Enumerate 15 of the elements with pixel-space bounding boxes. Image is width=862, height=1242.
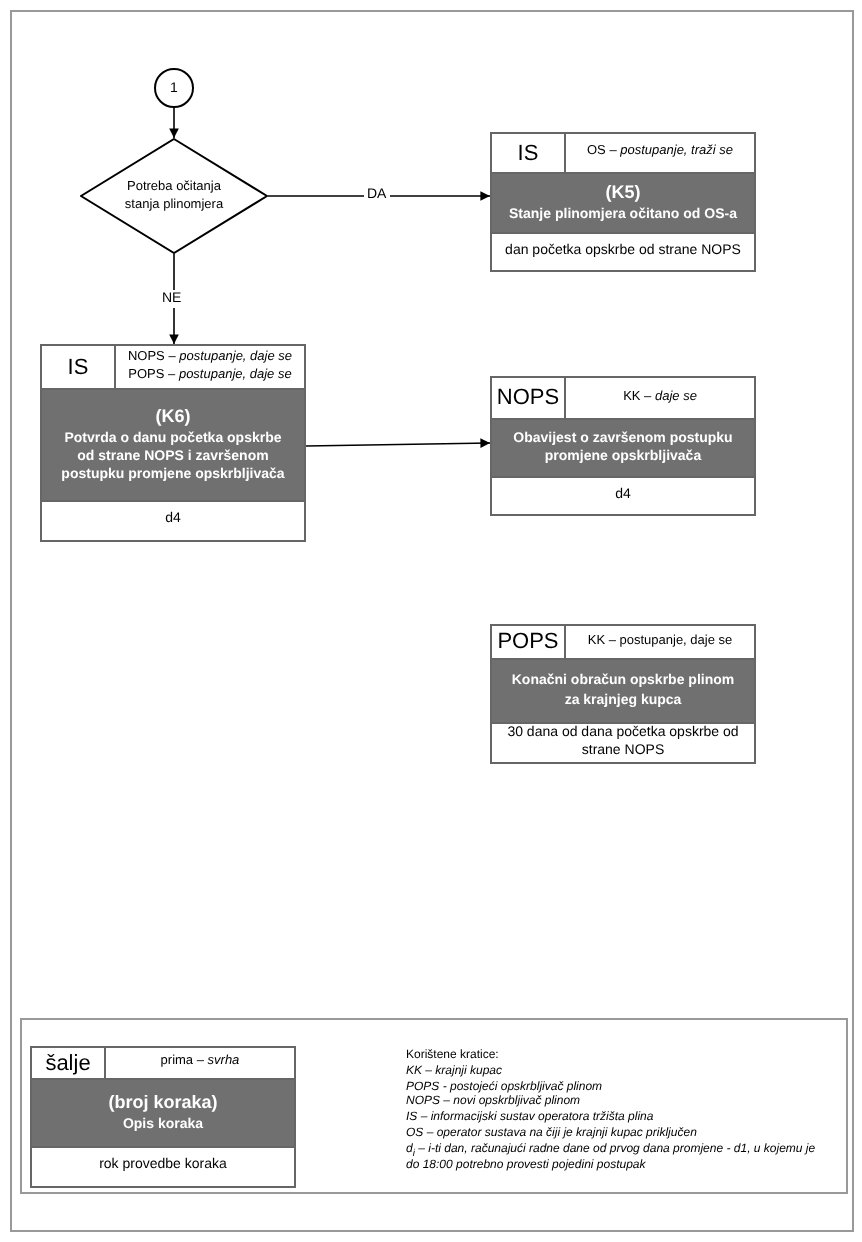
step-code: (K6) xyxy=(155,406,191,430)
sender-text: šalje xyxy=(32,1048,106,1078)
sender-text: IS xyxy=(492,134,566,172)
connector-circle xyxy=(154,68,194,108)
step-card xyxy=(490,624,756,764)
decision-diamond xyxy=(80,138,268,254)
step-code: (K5) xyxy=(605,182,641,206)
step-card xyxy=(40,344,306,542)
step-card xyxy=(490,132,756,272)
step-code: (broj koraka) xyxy=(108,1092,218,1116)
step-card xyxy=(490,376,756,516)
step-card xyxy=(30,1046,296,1188)
sender-text: NOPS xyxy=(492,378,566,418)
sender-text: POPS xyxy=(492,626,566,658)
sender-text: IS xyxy=(42,346,116,388)
